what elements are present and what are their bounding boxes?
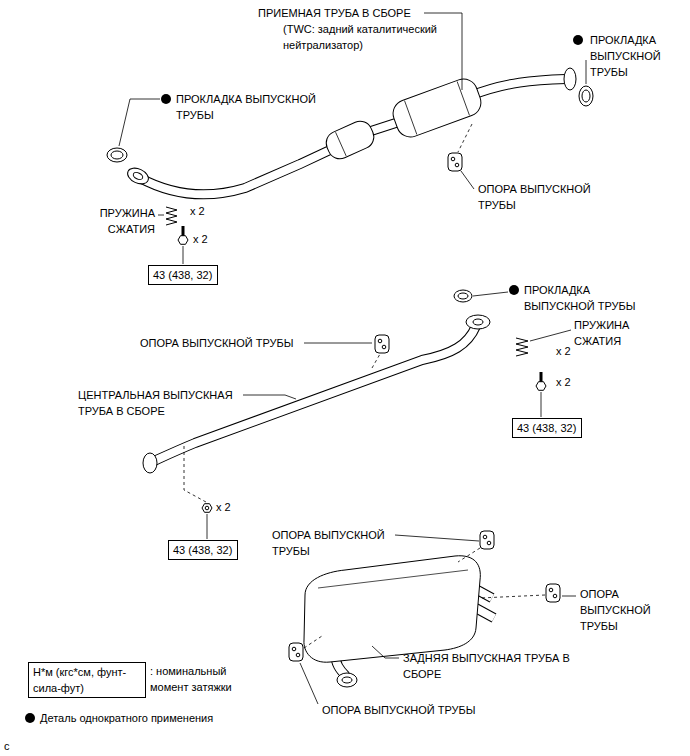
legend-text: Деталь однократного применения (40, 710, 213, 726)
legend-torque-box: Н*м (кгс*см, фунт-сила-фут) (28, 662, 146, 698)
torque-box: 43 (438, 32) (512, 418, 582, 438)
quantity: x 2 (193, 231, 208, 247)
part-name: ПРУЖИНА СЖАТИЯ (70, 205, 155, 237)
part-name: ПРИЕМНАЯ ТРУБА В СБОРЕ (258, 5, 411, 21)
box-text: 43 (438, 32) (173, 542, 232, 558)
part-name: ПРОКЛАДКА ВЫПУСКНОЙ ТРУБЫ (176, 91, 326, 123)
torque-box: 43 (438, 32) (148, 265, 218, 285)
part-name: ПРОКЛАДКА ВЫПУСКНОЙ ТРУБЫ (590, 32, 680, 80)
part-note: (TWC: задний каталитический нейтрализато… (283, 21, 448, 53)
torque-box: 43 (438, 32) (168, 540, 238, 560)
part-name: ОПОРА ВЫПУСКНОЙ ТРУБЫ (322, 702, 476, 718)
part-name: ОПОРА ВЫПУСКНОЙ ТРУБЫ (140, 335, 294, 351)
quantity: x 2 (216, 499, 231, 515)
box-text: 43 (438, 32) (153, 267, 212, 283)
quantity: x 2 (190, 203, 205, 219)
part-name: ЦЕНТРАЛЬНАЯ ВЫПУСКНАЯ ТРУБА В СБОРЕ (78, 387, 243, 419)
legend-text: : номинальный момент затяжки (150, 663, 250, 695)
figure-code: c (4, 738, 10, 754)
quantity: x 2 (556, 374, 571, 390)
part-name: ОПОРА ВЫПУСКНОЙ ТРУБЫ (580, 586, 660, 634)
part-name: ПРУЖИНА СЖАТИЯ (574, 317, 659, 349)
single-use-dot (25, 713, 35, 723)
box-text: Н*м (кгс*см, фунт-сила-фут) (33, 664, 141, 696)
part-name: ПРОКЛАДКА ВЫПУСКНОЙ ТРУБЫ (524, 282, 649, 314)
part-name: ОПОРА ВЫПУСКНОЙ ТРУБЫ (272, 527, 397, 559)
quantity: x 2 (556, 343, 571, 359)
part-name: ОПОРА ВЫПУСКНОЙ ТРУБЫ (478, 181, 603, 213)
box-text: 43 (438, 32) (517, 420, 576, 436)
part-name: ЗАДНЯЯ ВЫПУСКНАЯ ТРУБА В СБОРЕ (403, 650, 573, 682)
